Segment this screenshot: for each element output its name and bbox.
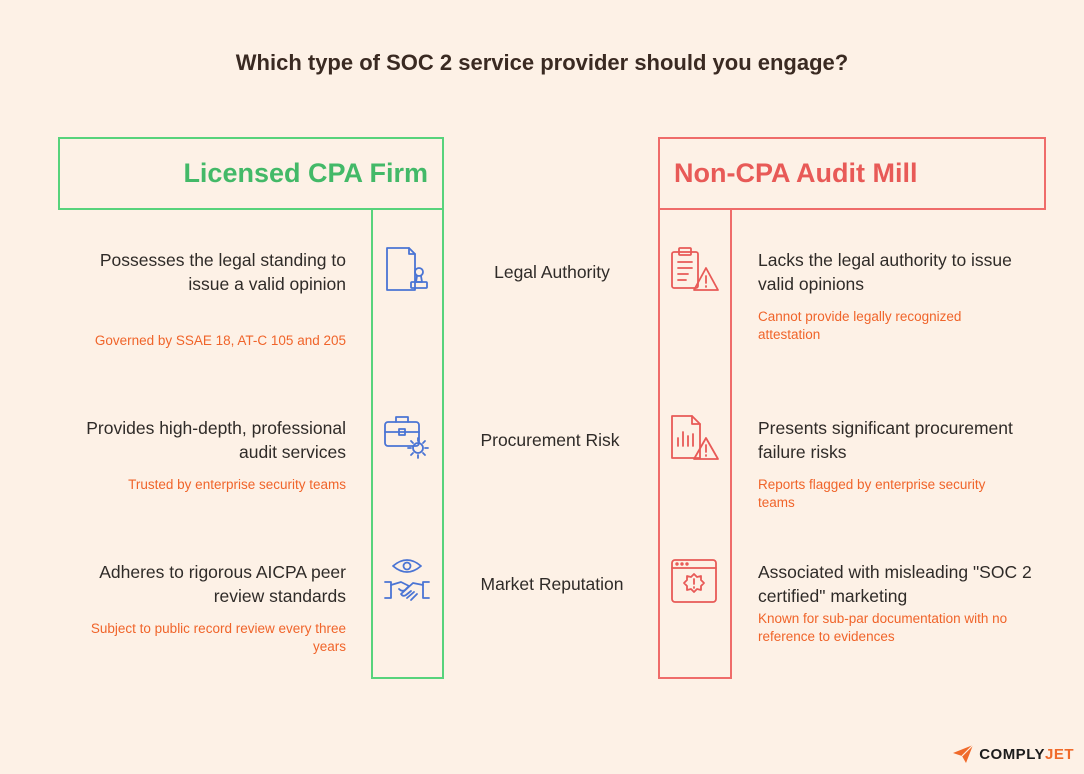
criterion-procurement-risk: Procurement Risk (480, 430, 620, 450)
right-point-1: Lacks the legal authority to issue valid… (758, 250, 1012, 294)
clipboard-warning-icon (668, 244, 720, 296)
paper-plane-icon (952, 744, 974, 764)
right-detail-1: Cannot provide legally recognized attest… (758, 309, 962, 342)
logo-text-comply: COMPLY (979, 745, 1045, 763)
audit-mill-header: Non-CPA Audit Mill (658, 137, 1046, 210)
browser-alert-badge-icon (668, 556, 720, 608)
licensed-cpa-heading: Licensed CPA Firm (183, 158, 428, 188)
criterion-market-reputation: Market Reputation (480, 574, 624, 594)
right-detail-2: Reports flagged by enterprise security t… (758, 477, 986, 510)
left-point-2: Provides high-depth, professional audit … (86, 418, 346, 462)
left-detail-2: Trusted by enterprise security teams (128, 477, 346, 492)
left-detail-1: Governed by SSAE 18, AT-C 105 and 205 (94, 333, 346, 348)
eye-handshake-icon (381, 552, 433, 604)
right-detail-3: Known for sub-par documentation with no … (758, 611, 1008, 644)
certificate-stamp-icon (381, 244, 433, 296)
chart-report-warning-icon (668, 412, 720, 464)
right-point-3: Associated with misleading "SOC 2 certif… (758, 562, 1032, 606)
audit-mill-heading: Non-CPA Audit Mill (674, 158, 918, 188)
right-point-2: Presents significant procurement failure… (758, 418, 1013, 462)
logo-text-jet: JET (1044, 745, 1074, 763)
left-point-1: Possesses the legal standing to issue a … (99, 250, 346, 294)
audit-mill-column (658, 208, 732, 679)
left-detail-3: Subject to public record review every th… (90, 621, 346, 654)
licensed-cpa-header: Licensed CPA Firm (58, 137, 444, 210)
criterion-legal-authority: Legal Authority (494, 262, 610, 282)
left-point-3: Adheres to rigorous AICPA peer review st… (99, 562, 346, 606)
page-title: Which type of SOC 2 service provider sho… (235, 50, 849, 75)
briefcase-gear-icon (381, 410, 433, 462)
licensed-cpa-column (371, 208, 444, 679)
